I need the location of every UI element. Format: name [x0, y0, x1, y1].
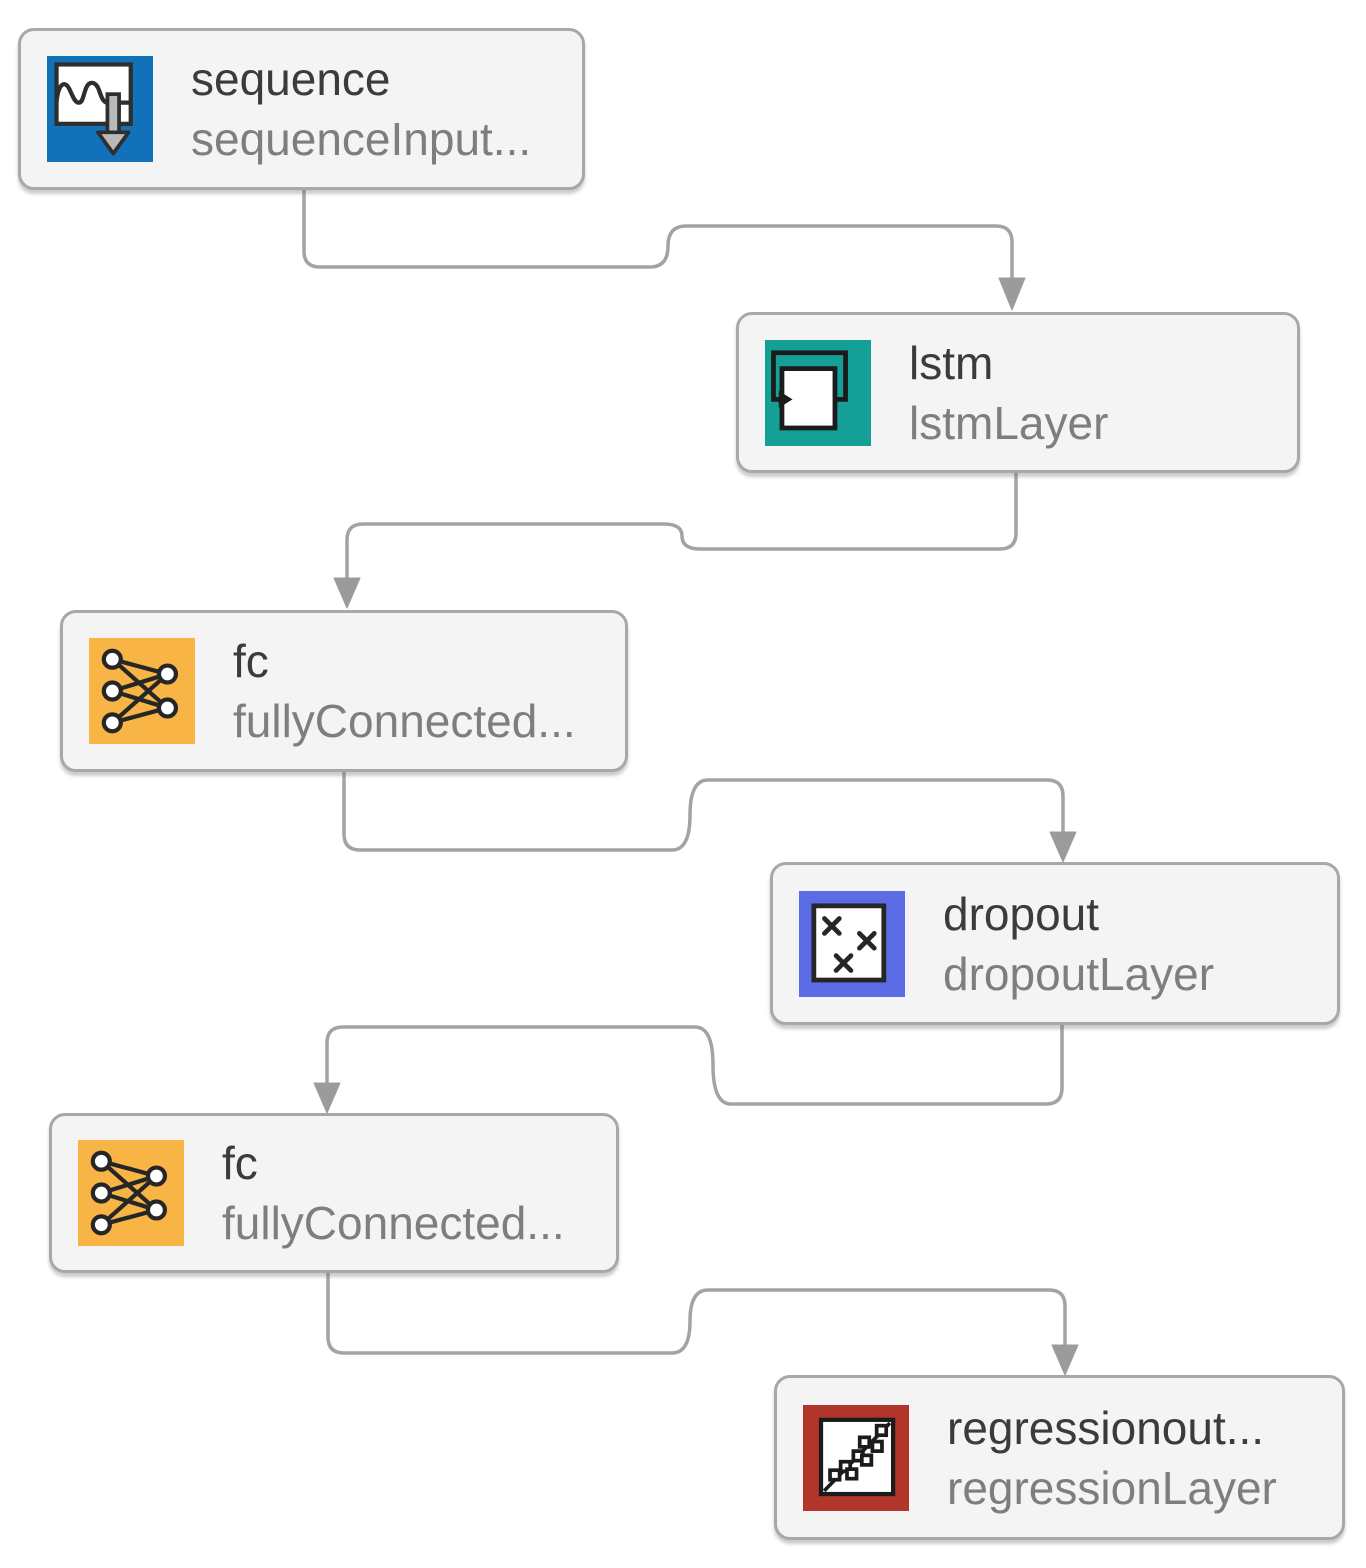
layer-node-lstm[interactable]: lstm lstmLayer: [736, 312, 1300, 473]
arrowhead-icon: [1051, 1344, 1079, 1376]
arrowhead-icon: [998, 277, 1026, 311]
connector-dropout-to-fc[interactable]: [313, 1023, 1064, 1114]
layer-title: fc: [222, 1137, 258, 1189]
layer-title: lstm: [909, 336, 994, 389]
arrowhead-icon: [333, 577, 361, 609]
connector-fc-to-regression[interactable]: [326, 1273, 1079, 1376]
fully-connected-icon: [78, 1140, 184, 1246]
regression-output-icon: [803, 1404, 909, 1511]
lstm-recurrence-icon: [765, 339, 871, 446]
connector-line[interactable]: [302, 190, 1014, 280]
layer-type-label: fullyConnected...: [233, 695, 576, 747]
connector-line[interactable]: [325, 1023, 1064, 1106]
layer-type-label: regressionLayer: [947, 1461, 1277, 1514]
dropout-icon: [799, 890, 905, 997]
connector-lstm-to-fc[interactable]: [333, 473, 1018, 609]
sequence-input-icon: [47, 56, 153, 162]
arrowhead-icon: [313, 1082, 341, 1114]
arrowhead-icon: [1049, 831, 1077, 863]
layer-type-label: lstmLayer: [909, 396, 1109, 449]
fully-connected-icon: [89, 638, 195, 744]
layer-type-label: fullyConnected...: [222, 1197, 565, 1249]
connector-sequence-to-lstm[interactable]: [302, 190, 1026, 311]
layer-title: fc: [233, 635, 269, 687]
layer-node-dropout[interactable]: dropout dropoutLayer: [770, 862, 1340, 1025]
connector-line[interactable]: [342, 770, 1065, 852]
connector-line[interactable]: [345, 473, 1018, 580]
layer-type-label: sequenceInput...: [191, 113, 532, 165]
layer-node-fc-1[interactable]: fc fullyConnected...: [60, 610, 628, 772]
layer-title: dropout: [943, 887, 1100, 940]
connector-line[interactable]: [326, 1273, 1067, 1355]
layer-type-label: dropoutLayer: [943, 947, 1215, 1000]
layer-node-sequence[interactable]: sequence sequenceInput...: [18, 28, 585, 190]
layer-node-fc-2[interactable]: fc fullyConnected...: [49, 1113, 619, 1273]
layer-title: sequence: [191, 53, 391, 105]
connector-fc-to-dropout[interactable]: [342, 770, 1077, 863]
layer-node-regression-output[interactable]: regressionout... regressionLayer: [774, 1375, 1345, 1540]
layer-title: regressionout...: [947, 1401, 1265, 1454]
